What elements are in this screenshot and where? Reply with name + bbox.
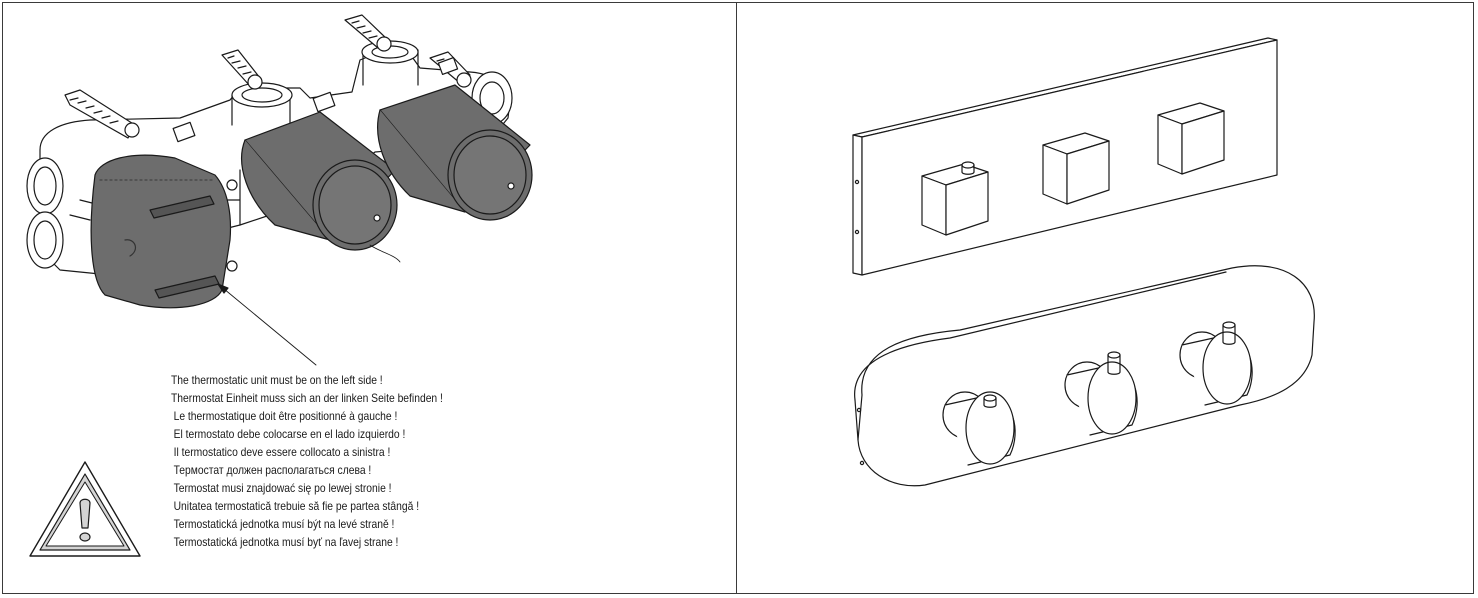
wire-detail [369,244,401,263]
round-knob-right [1179,321,1253,406]
warning-line-it: Il termostatico deve essere collocato a … [173,445,391,459]
square-knob-left [921,161,989,236]
cartridge-cap-right [377,84,533,221]
square-knob-right [1157,102,1225,175]
warning-line-ru: Термостат должен располагаться слева ! [173,463,372,477]
thermostatic-cover [90,154,238,309]
cartridge-cap-middle [241,111,398,251]
fitting-nuts [172,57,459,143]
warning-line-en: The thermostatic unit must be on the lef… [171,373,383,387]
warning-line-pl: Termostat musi znajdować się po lewej st… [173,481,392,495]
fitting-center-left [221,49,263,90]
warning-triangle-icon [29,461,141,557]
round-knob-middle [1064,351,1138,436]
fitting-left [64,89,140,139]
valve-body-drawing [26,14,533,557]
page-divider [736,2,737,594]
warning-line-ro: Unitatea termostatică trebuie să fie pe … [173,499,420,513]
fitting-center-right [344,14,392,52]
pointer-arrow [217,283,317,366]
warning-line-cs: Termostatická jednotka musí být na levé … [173,517,395,531]
round-knob-left [942,391,1016,466]
warning-line-de: Thermostat Einheit muss sich an der link… [171,391,443,405]
warning-line-sk: Termostatická jednotka musí byť na ľavej… [173,535,399,549]
warning-text-block: The thermostatic unit must be on the lef… [171,371,443,551]
warning-line-es: El termostato debe colocarse en el lado … [173,427,406,441]
square-knob-middle [1042,132,1110,205]
warning-line-fr: Le thermostatique doit être positionné à… [173,409,398,423]
